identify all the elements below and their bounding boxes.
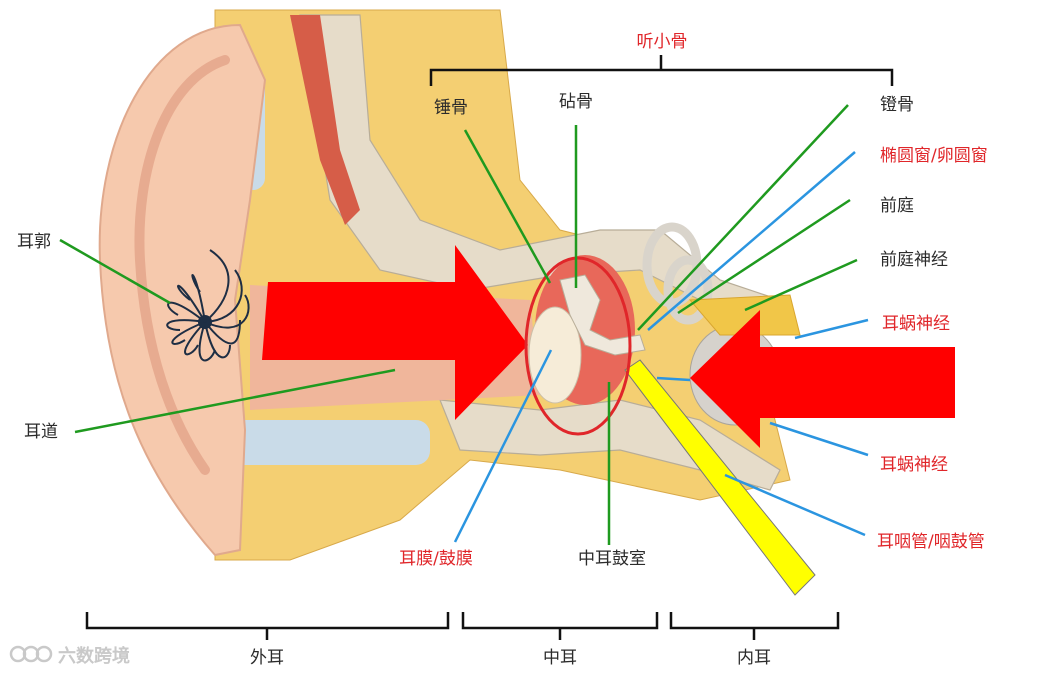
labels: 听小骨 锤骨 砧骨 镫骨 椭圆窗/卵圆窗 前庭 前庭神经 耳蜗神经 耳蜗神经 耳… (17, 32, 988, 668)
label-vestibule: 前庭 (880, 196, 914, 216)
inner-ear-bracket (669, 612, 840, 640)
blue-pointers (453, 151, 869, 543)
label-auricle: 耳郭 (17, 232, 51, 252)
label-ossicles: 听小骨 (637, 32, 688, 52)
label-malleus: 锤骨 (434, 98, 468, 118)
sound-arrow-left (262, 245, 528, 420)
watermark-text: 六数跨境 (58, 645, 130, 667)
label-cochlear-nerve-lower: 耳蜗神经 (880, 455, 948, 475)
label-oval-window: 椭圆窗/卵圆窗 (880, 146, 988, 166)
pointer-oval-window (647, 151, 856, 331)
nerve-bundle (688, 294, 801, 336)
middle-ear-bracket (461, 612, 659, 640)
pointer-ear-canal (74, 368, 396, 434)
pointer-round-window (656, 376, 691, 382)
label-outer-ear: 外耳 (250, 648, 284, 668)
label-eustachian-tube: 耳咽管/咽鼓管 (877, 532, 985, 552)
label-cochlear-nerve-upper: 耳蜗神经 (882, 314, 950, 334)
ossicles-bracket (429, 55, 894, 86)
cartilage-lower (230, 420, 430, 465)
label-ear-canal: 耳道 (24, 422, 58, 442)
eardrum-shape (528, 306, 582, 404)
label-stapes: 镫骨 (880, 95, 914, 115)
label-incus: 砧骨 (559, 92, 593, 112)
pointer-eardrum (453, 349, 553, 543)
auricle-fold (134, 55, 230, 475)
watermark: 六数跨境 (9, 645, 130, 667)
pointer-stapes (637, 104, 849, 331)
pointer-cochlear-nerve-upper (794, 318, 869, 340)
pointer-auricle (59, 238, 171, 305)
middle-ear-highlight (524, 256, 632, 436)
sound-arrow-right (690, 310, 955, 448)
outer-ear-bracket (85, 612, 450, 640)
label-tympanic-cavity: 中耳鼓室 (578, 549, 646, 569)
label-inner-ear: 内耳 (737, 648, 771, 668)
label-middle-ear: 中耳 (543, 648, 577, 668)
green-pointers (59, 104, 858, 545)
pointer-cochlear-nerve-lower (769, 421, 869, 457)
pointer-vestibular-nerve (744, 258, 858, 312)
pointer-vestibule (677, 198, 851, 315)
pointer-malleus (463, 129, 552, 284)
watermark-logo-icon (9, 645, 53, 663)
label-vestibular-nerve: 前庭神经 (880, 250, 948, 270)
auricle-swirl (166, 249, 250, 362)
label-eardrum: 耳膜/鼓膜 (399, 549, 473, 569)
pointer-eustachian-tube (724, 473, 866, 537)
muscle (290, 15, 360, 225)
ossicles-shape (559, 274, 646, 356)
